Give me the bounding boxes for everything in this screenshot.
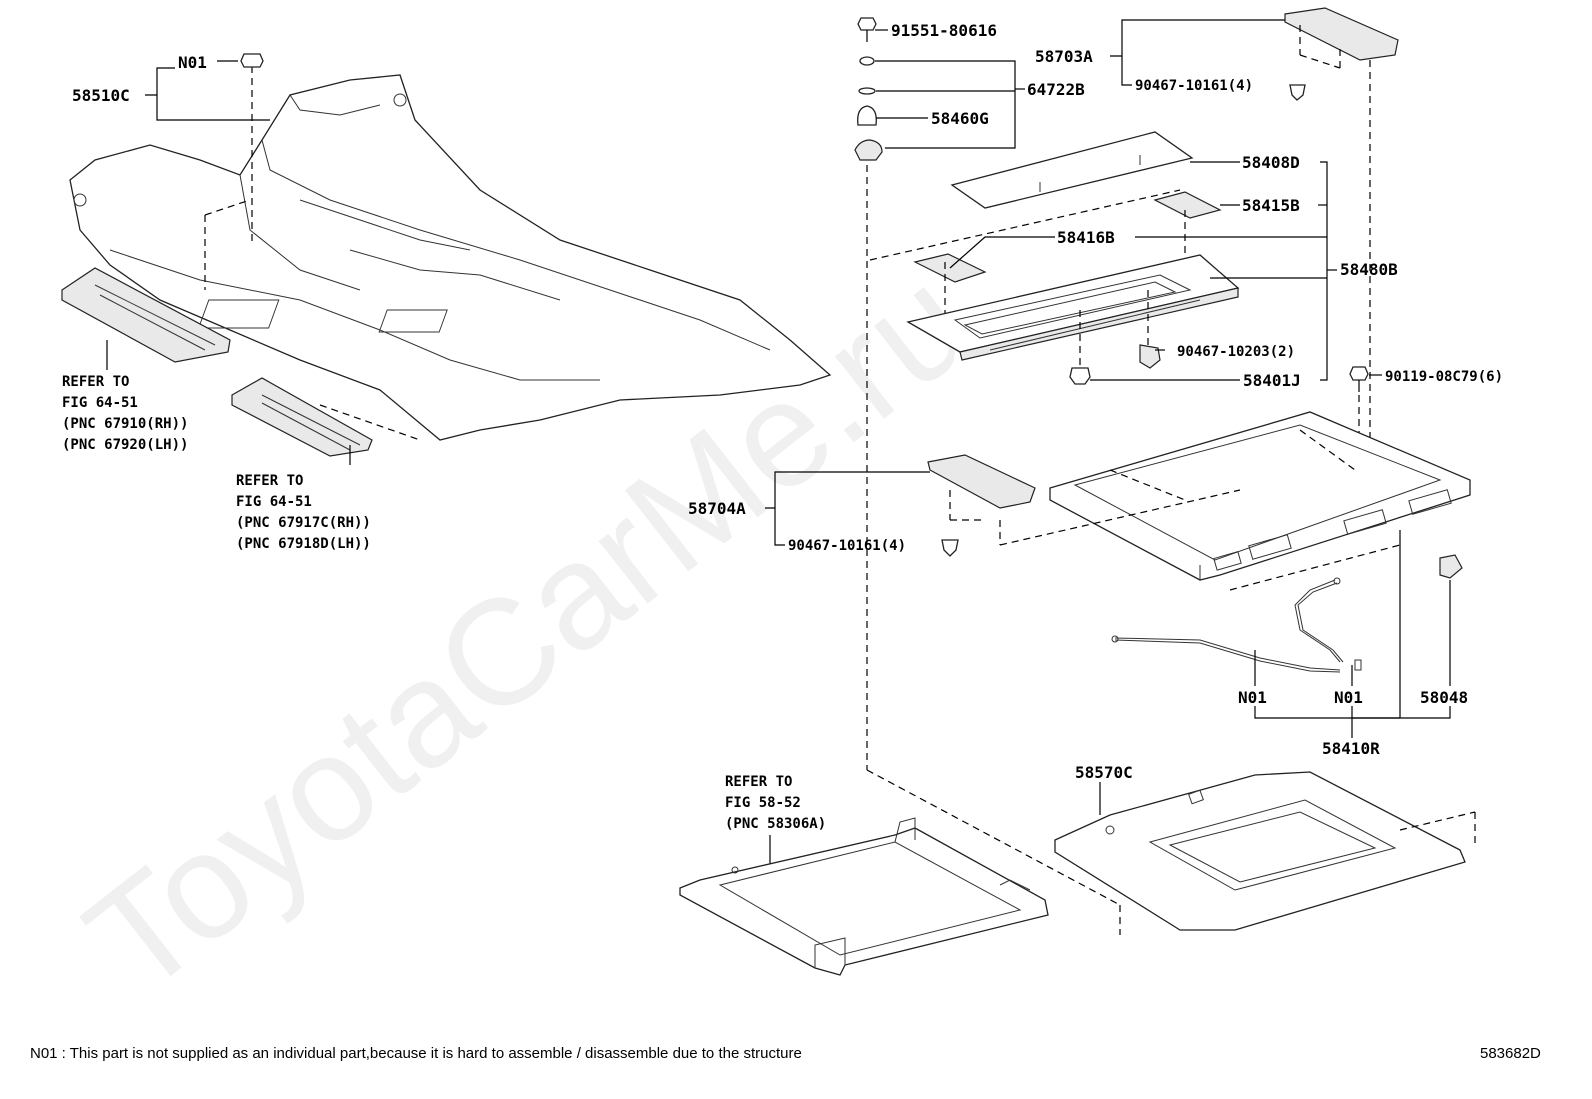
- label-58703A: 58703A: [1035, 47, 1093, 66]
- bolt-icon: [857, 17, 877, 31]
- label-90119-08C79: 90119-08C79(6): [1385, 369, 1503, 385]
- cover-58704A-leaders: [765, 471, 930, 546]
- ref-line: REFER TO: [725, 774, 792, 790]
- cover-58704A: [927, 454, 1036, 557]
- footnote: N01 : This part is not supplied as an in…: [30, 1045, 802, 1062]
- label-58401J: 58401J: [1243, 371, 1301, 390]
- fastener-leader-lines: [875, 29, 1025, 149]
- label-58415B: 58415B: [1242, 196, 1300, 215]
- nut-icon: [240, 53, 264, 68]
- ref-line: REFER TO: [62, 374, 129, 390]
- washer-icon: [859, 56, 875, 66]
- scuff-plate-rear: [231, 377, 373, 457]
- ref-line: (PNC 67920(LH)): [62, 437, 188, 453]
- label-64722B: 64722B: [1027, 80, 1085, 99]
- diagram-id: 583682D: [1480, 1045, 1541, 1062]
- ref-line: FIG 64-51: [62, 395, 138, 411]
- reference-fig-64-51-b: REFER TO FIG 64-51 (PNC 67917C(RH)) (PNC…: [236, 473, 371, 552]
- cover-58703A: [1284, 7, 1399, 445]
- bolt-icon: [1349, 366, 1369, 381]
- scuff-plate-front: [61, 267, 231, 363]
- clip-icon: [1069, 367, 1091, 385]
- ref-line: FIG 64-51: [236, 494, 312, 510]
- deck-box: [999, 411, 1471, 591]
- ref-line: (PNC 67910(RH)): [62, 416, 188, 432]
- left-leader-lines: [106, 60, 421, 465]
- label-58570C: 58570C: [1075, 763, 1133, 782]
- label-n01-cable-b: N01: [1334, 688, 1363, 707]
- reference-fig-58-52: REFER TO FIG 58-52 (PNC 58306A): [725, 774, 826, 832]
- fastener-stack: [854, 17, 1121, 906]
- pad-58415B: [1153, 191, 1222, 219]
- luggage-mat-58570C: [1054, 771, 1476, 935]
- label-n01-cable-a: N01: [1238, 688, 1267, 707]
- fastener-58401J: [1069, 310, 1091, 385]
- ref-line: (PNC 67917C(RH)): [236, 515, 371, 531]
- ref-line: FIG 58-52: [725, 795, 801, 811]
- floor-carpet-drawing: [69, 74, 832, 441]
- label-58704A: 58704A: [688, 499, 746, 518]
- label-58510C: 58510C: [72, 86, 130, 105]
- label-n01-top: N01: [178, 53, 207, 72]
- tray-58480B: [906, 254, 1240, 361]
- label-58410R: 58410R: [1322, 739, 1380, 758]
- seat-frame: [679, 817, 1049, 976]
- ref-line: REFER TO: [236, 473, 303, 489]
- washer-icon: [858, 87, 876, 95]
- grommet-icon: [857, 105, 877, 126]
- tray-group-leaders: [949, 161, 1337, 381]
- clip-icon: [1139, 344, 1161, 369]
- label-58480B: 58480B: [1340, 260, 1398, 279]
- mat-58408D: [950, 131, 1194, 209]
- label-90467-10161-a: 90467-10161(4): [1135, 78, 1253, 94]
- hook-58048: [1439, 554, 1463, 579]
- ref-line: (PNC 58306A): [725, 816, 826, 832]
- label-58048: 58048: [1420, 688, 1468, 707]
- label-90467-10161-b: 90467-10161(4): [788, 538, 906, 554]
- label-91551-80616: 91551-80616: [891, 21, 997, 40]
- label-90467-10203: 90467-10203(2): [1177, 344, 1295, 360]
- release-cables: [1111, 554, 1463, 673]
- label-58408D: 58408D: [1242, 153, 1300, 172]
- clip-icon: [941, 539, 959, 557]
- cover-58703A-leaders: [1110, 19, 1285, 86]
- cable-leaders: [1254, 530, 1451, 738]
- clip-icon: [1289, 84, 1306, 101]
- label-58460G: 58460G: [931, 109, 989, 128]
- ref-line: (PNC 67918D(LH)): [236, 536, 371, 552]
- bracket-icon: [854, 139, 883, 161]
- reference-fig-64-51-a: REFER TO FIG 64-51 (PNC 67910(RH)) (PNC …: [62, 374, 188, 453]
- clip-90467-10203: [1139, 290, 1161, 369]
- label-58416B: 58416B: [1057, 228, 1115, 247]
